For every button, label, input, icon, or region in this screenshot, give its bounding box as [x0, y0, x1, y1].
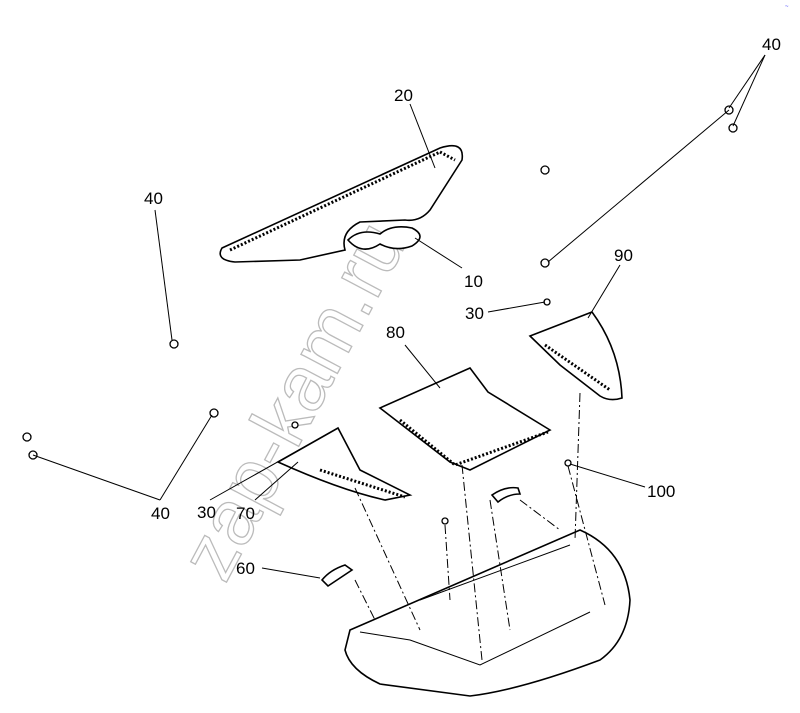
watermark: zap-kam.ru	[162, 207, 423, 593]
callout-40-left: 40	[144, 189, 163, 208]
part-90	[528, 311, 623, 401]
callout-20: 20	[394, 86, 413, 105]
callout-30-top: 30	[465, 304, 484, 323]
handle-clip	[490, 486, 522, 504]
part-80	[378, 367, 552, 471]
callout-10: 10	[464, 272, 483, 291]
fastener-nuts	[22, 105, 738, 525]
callout-70: 70	[236, 504, 255, 523]
callout-30-bottom: 30	[197, 503, 216, 522]
part-10-gasket	[346, 226, 421, 250]
callout-100: 100	[647, 482, 675, 501]
part-60-clip	[320, 564, 354, 588]
tray-base	[344, 529, 631, 697]
callout-40-top-right: 40	[762, 35, 781, 54]
callout-60: 60	[236, 559, 255, 578]
callout-40-bottom: 40	[151, 504, 170, 523]
part-70	[276, 426, 413, 501]
leader-lines	[32, 54, 766, 579]
assembly-dash-lines	[354, 392, 606, 661]
corner-mark: ~	[785, 4, 789, 10]
part-20-cover	[219, 144, 464, 263]
callout-80: 80	[386, 323, 405, 342]
callout-90: 90	[614, 246, 633, 265]
